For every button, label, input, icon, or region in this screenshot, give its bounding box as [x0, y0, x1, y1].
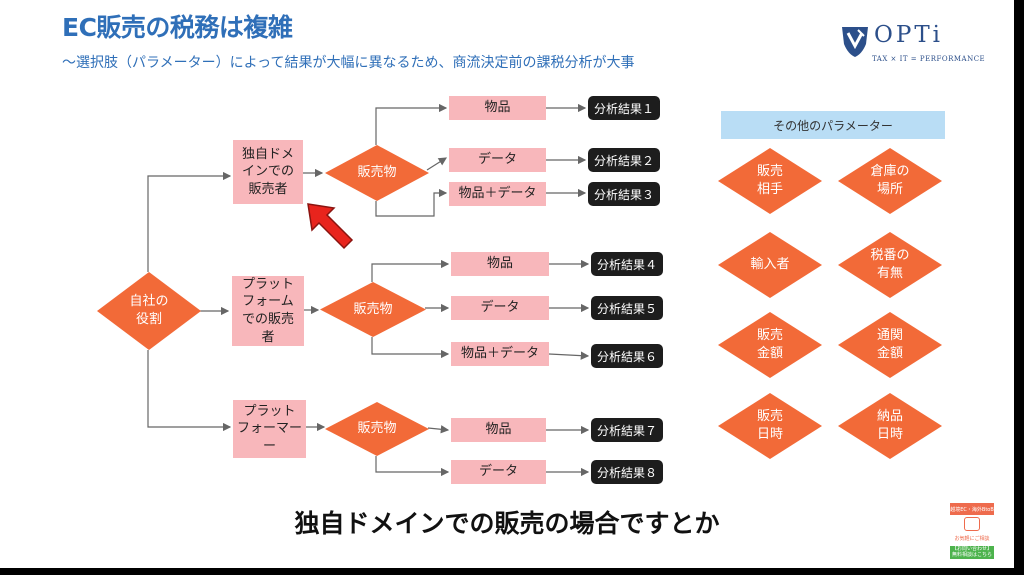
parameter-diamond: 販売 相手	[718, 148, 822, 214]
logo-wordmark: OPTi	[874, 22, 944, 48]
root-diamond: 自社の 役割	[97, 272, 201, 350]
parameter-diamond: 税番の 有無	[838, 232, 942, 298]
slide-title: EC販売の税務は複雑	[62, 13, 293, 42]
video-caption: 独自ドメインでの販売の場合ですとか	[294, 509, 720, 538]
contact-widget-middle: お気軽にご相談	[954, 535, 990, 542]
result-box: 分析結果３	[588, 182, 660, 206]
decision-diamond-1: 販売物	[325, 145, 429, 201]
red-arrow-icon	[307, 203, 354, 250]
parameter-diamond: 販売 日時	[718, 393, 822, 459]
opti-logo: OPTi TAX × IT = PERFORMANCE	[838, 20, 988, 72]
result-box: 分析結果２	[588, 148, 660, 172]
decision-diamond-3: 販売物	[325, 402, 429, 456]
result-box: 分析結果５	[591, 296, 663, 320]
result-box: 分析結果８	[591, 460, 663, 484]
item-box: データ	[451, 460, 546, 484]
decision-diamond-2: 販売物	[320, 282, 426, 337]
contact-widget-top: 越境EC・海外BtoB	[950, 503, 994, 515]
role-box-platformer: プラット フォーマー ー	[233, 400, 306, 458]
result-box: 分析結果６	[591, 344, 663, 368]
contact-widget-button[interactable]: 【お問い合わせ】 無料相談はこちら	[950, 546, 994, 559]
item-box: データ	[451, 296, 549, 320]
logo-tagline: TAX × IT = PERFORMANCE	[872, 55, 986, 63]
item-box: 物品	[451, 418, 546, 442]
contact-widget-line2: 無料相談はこちら	[951, 551, 992, 558]
result-box: 分析結果７	[591, 418, 663, 442]
parameters-header: その他のパラメーター	[721, 111, 945, 139]
item-box: データ	[449, 148, 546, 172]
role-box-platform-seller: プラット フォーム での販売 者	[232, 276, 304, 346]
item-box: 物品	[451, 252, 549, 276]
parameter-diamond: 納品 日時	[838, 393, 942, 459]
contact-widget[interactable]: 越境EC・海外BtoB お気軽にご相談 【お問い合わせ】 無料相談はこちら	[950, 503, 994, 559]
chat-icon	[964, 517, 980, 531]
item-box: 物品＋データ	[449, 182, 546, 206]
parameter-diamond: 倉庫の 場所	[838, 148, 942, 214]
item-box: 物品＋データ	[451, 342, 549, 366]
parameter-diamond: 輸入者	[718, 232, 822, 298]
result-box: 分析結果４	[591, 252, 663, 276]
diagram-connectors	[147, 103, 590, 477]
role-box-own-domain: 独自ドメ インでの 販売者	[233, 140, 303, 204]
item-box: 物品	[449, 96, 546, 120]
parameter-diamond: 販売 金額	[718, 312, 822, 378]
result-box: 分析結果１	[588, 96, 660, 120]
contact-widget-line1: 【お問い合わせ】	[951, 546, 992, 552]
opti-shield-icon	[842, 27, 868, 57]
slide-subtitle: 〜選択肢（パラメーター）によって結果が大幅に異なるため、商流決定前の課税分析が大…	[62, 55, 635, 71]
parameter-diamond: 通関 金額	[838, 312, 942, 378]
